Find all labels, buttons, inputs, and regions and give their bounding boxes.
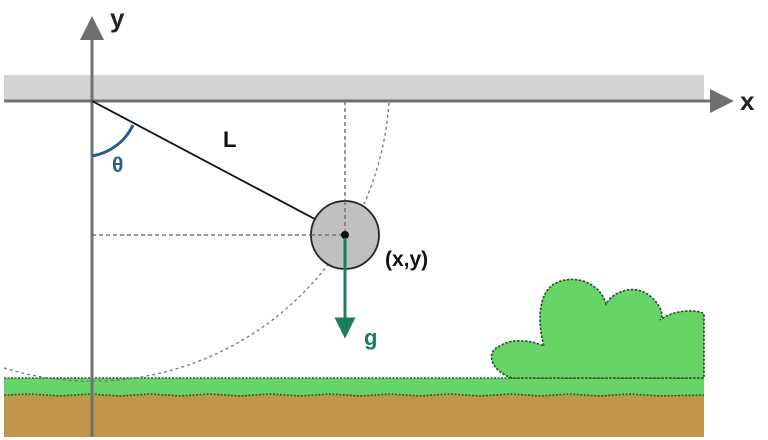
bob-center [341, 231, 349, 239]
soil [4, 393, 704, 437]
grass-edge [3, 377, 705, 397]
x-axis-label: x [740, 86, 755, 116]
bush-icon [490, 278, 705, 379]
pendulum-string [91, 100, 346, 236]
angle-label: θ [112, 154, 123, 177]
y-axis-label: y [110, 3, 125, 33]
position-label: (x,y) [385, 248, 428, 271]
length-label: L [223, 127, 236, 152]
ceiling [4, 75, 704, 101]
grass [4, 378, 704, 395]
gravity-label: g [364, 325, 377, 350]
swing-arc [3, 100, 390, 382]
angle-arc [91, 124, 135, 158]
